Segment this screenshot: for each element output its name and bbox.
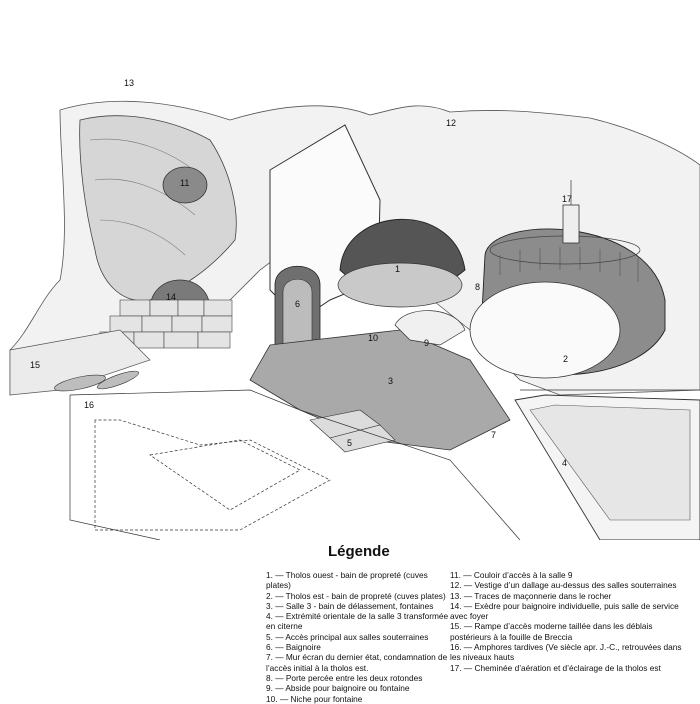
corridor-opening bbox=[162, 166, 208, 204]
label-3: 3 bbox=[388, 376, 393, 386]
legend-entry: 2. — Tholos est - bain de propreté (cuve… bbox=[266, 590, 446, 601]
legend-entry: 17. — Cheminée d’aération et d’éclairage… bbox=[450, 662, 661, 673]
modern-ramp bbox=[9, 329, 151, 396]
legend-entry: 8. — Porte percée entre les deux rotonde… bbox=[266, 672, 423, 683]
label-15: 15 bbox=[30, 360, 40, 370]
label-9: 9 bbox=[424, 338, 429, 348]
amphorae bbox=[54, 370, 140, 392]
legend-entry: 11. — Couloir d’accès à la salle 9 bbox=[450, 570, 573, 580]
legend-entry: 13. — Traces de maçonnerie dans le roche… bbox=[450, 590, 612, 601]
plan-lines bbox=[69, 389, 700, 540]
legend-entry: 16. — Amphores tardives (Ve siècle apr. … bbox=[450, 642, 682, 663]
legend-entry: 10. — Niche pour fontaine bbox=[266, 693, 363, 704]
label-11: 11 bbox=[180, 178, 189, 188]
label-10: 10 bbox=[368, 333, 378, 343]
dashed-outline bbox=[94, 419, 331, 531]
access-steps bbox=[309, 409, 396, 453]
legend-entry: 4. — Extrémité orientale de la salle 3 t… bbox=[266, 611, 449, 632]
label-13: 13 bbox=[124, 78, 134, 88]
masonry-blocks bbox=[99, 299, 233, 349]
apse bbox=[394, 310, 466, 346]
east-tholos-floor bbox=[469, 281, 621, 379]
label-12: 12 bbox=[446, 118, 456, 128]
label-14: 14 bbox=[166, 292, 176, 302]
label-8: 8 bbox=[475, 282, 480, 292]
label-17: 17 bbox=[562, 194, 572, 204]
legend-entry: 7. — Mur écran du dernier état, condamna… bbox=[266, 652, 448, 673]
label-2: 2 bbox=[563, 354, 568, 364]
legend-entry: 12. — Vestige d’un dallage au-dessus des… bbox=[450, 580, 677, 591]
label-16: 16 bbox=[84, 400, 94, 410]
label-6: 6 bbox=[295, 299, 300, 309]
chimney bbox=[562, 204, 580, 244]
legend-title: Légende bbox=[328, 543, 390, 560]
legend-entry: 15. — Rampe d’accès moderne taillée dans… bbox=[450, 621, 653, 642]
legend-entry: 5. — Accès principal aux salles souterra… bbox=[266, 631, 429, 642]
left-rock-face bbox=[79, 115, 237, 302]
legend-column-right: 11. — Couloir d’accès à la salle 9 12. —… bbox=[450, 570, 694, 673]
legend-entry: 6. — Baignoire bbox=[266, 642, 321, 653]
label-1: 1 bbox=[395, 264, 400, 274]
archaeological-cutaway-drawing: 1 2 3 4 5 6 7 8 9 10 11 12 13 14 15 16 1… bbox=[9, 78, 700, 540]
diagram-labels: 1 2 3 4 5 6 7 8 9 10 11 12 13 14 15 16 1… bbox=[30, 78, 572, 468]
legend-entry: 3. — Salle 3 - bain de délassement, font… bbox=[266, 600, 434, 611]
legend-entry: 9. — Abside pour baignoire ou fontaine bbox=[266, 683, 410, 694]
legend: Légende 1. — Tholos ouest - bain de prop… bbox=[258, 543, 700, 704]
legend-column-left: 1. — Tholos ouest - bain de propreté (cu… bbox=[266, 570, 452, 704]
label-7: 7 bbox=[491, 430, 496, 440]
label-4: 4 bbox=[562, 458, 567, 468]
legend-entry: 1. — Tholos ouest - bain de propreté (cu… bbox=[266, 570, 428, 591]
label-5: 5 bbox=[347, 438, 352, 448]
legend-entry: 14. — Exèdre pour baignoire individuelle… bbox=[450, 600, 679, 622]
